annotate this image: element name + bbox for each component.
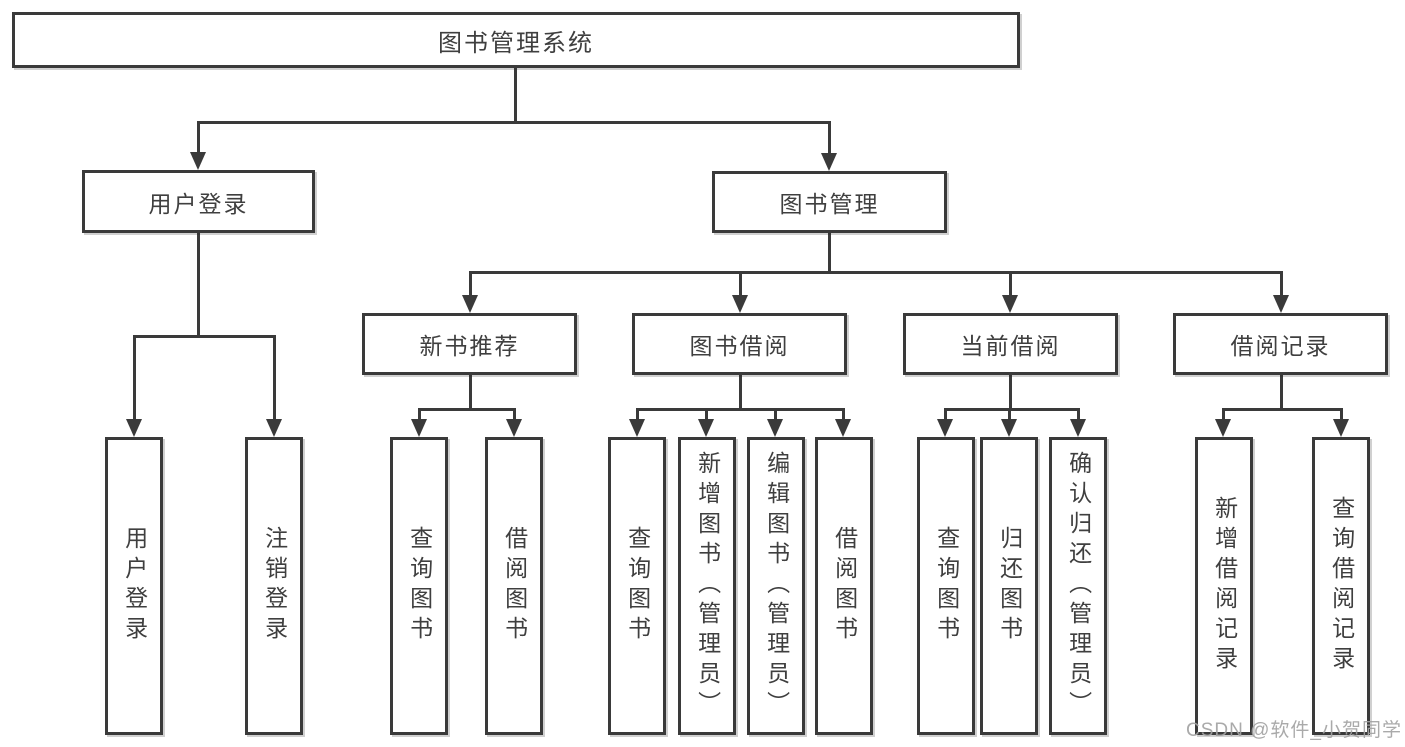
node-label: 新增借阅记录 — [1211, 496, 1238, 676]
leaf-logout: 注销登录 — [245, 437, 303, 735]
connector-line — [739, 271, 742, 295]
leaf-edit-book-admin: 编辑图书（管理员） — [747, 437, 805, 735]
node-book-borrow: 图书借阅 — [632, 313, 847, 375]
connector-line — [1280, 271, 1283, 295]
node-label: 当前借阅 — [960, 333, 1061, 359]
leaf-borrow-books-recommend: 借阅图书 — [485, 437, 543, 735]
connector-line — [636, 408, 639, 419]
connector-line — [1340, 408, 1343, 419]
leaf-query-books-borrow: 查询图书 — [608, 437, 666, 735]
arrow-down-icon — [411, 419, 427, 437]
connector-line — [705, 408, 708, 419]
leaf-add-borrow-record: 新增借阅记录 — [1195, 437, 1253, 735]
node-label: 编辑图书（管理员） — [763, 451, 790, 721]
connector-line — [636, 408, 844, 411]
node-label: 用户登录 — [121, 526, 148, 646]
leaf-confirm-return-admin: 确认归还（管理员） — [1049, 437, 1107, 735]
arrow-down-icon — [1070, 419, 1086, 437]
arrow-down-icon — [462, 295, 478, 313]
connector-line — [1009, 271, 1012, 295]
connector-line — [1222, 408, 1342, 411]
leaf-add-book-admin: 新增图书（管理员） — [678, 437, 736, 735]
connector-line — [1222, 408, 1225, 419]
arrow-down-icon — [1333, 419, 1349, 437]
leaf-return-book: 归还图书 — [980, 437, 1038, 735]
node-current-borrow: 当前借阅 — [903, 313, 1118, 375]
node-new-book-recommend: 新书推荐 — [362, 313, 577, 375]
connector-line — [1280, 375, 1283, 408]
node-label: 归还图书 — [996, 526, 1023, 646]
arrow-down-icon — [698, 419, 714, 437]
connector-line — [513, 408, 516, 419]
node-label: 注销登录 — [261, 526, 288, 646]
node-borrow-records: 借阅记录 — [1173, 313, 1388, 375]
connector-line — [828, 233, 831, 271]
node-label: 借阅图书 — [831, 526, 858, 646]
node-label: 新增图书（管理员） — [694, 451, 721, 721]
connector-line — [197, 121, 831, 124]
node-root: 图书管理系统 — [12, 12, 1020, 68]
node-label: 借阅图书 — [501, 526, 528, 646]
node-label: 图书借阅 — [689, 333, 790, 359]
arrow-down-icon — [835, 419, 851, 437]
arrow-down-icon — [937, 419, 953, 437]
arrow-down-icon — [767, 419, 783, 437]
arrow-down-icon — [126, 419, 142, 437]
node-label: 查询借阅记录 — [1328, 496, 1355, 676]
arrow-down-icon — [732, 295, 748, 313]
connector-line — [133, 335, 276, 338]
connector-line — [273, 335, 276, 419]
connector-line — [514, 68, 517, 121]
connector-line — [469, 375, 472, 408]
arrow-down-icon — [821, 153, 837, 171]
arrow-down-icon — [190, 152, 206, 170]
arrow-down-icon — [266, 419, 282, 437]
arrow-down-icon — [1001, 419, 1017, 437]
connector-line — [418, 408, 421, 419]
connector-line — [133, 335, 136, 419]
node-label: 查询图书 — [406, 526, 433, 646]
connector-line — [197, 121, 200, 152]
arrow-down-icon — [1002, 295, 1018, 313]
leaf-query-books-recommend: 查询图书 — [390, 437, 448, 735]
node-label: 图书管理 — [779, 191, 880, 217]
leaf-query-books-current: 查询图书 — [917, 437, 975, 735]
node-label: 图书管理系统 — [438, 29, 594, 57]
connector-line — [469, 271, 1282, 274]
leaf-user-login: 用户登录 — [105, 437, 163, 735]
watermark: CSDN @软件_小贺同学 — [1186, 720, 1402, 741]
connector-line — [944, 408, 1079, 411]
connector-line — [1009, 375, 1012, 408]
node-user-login: 用户登录 — [82, 170, 315, 233]
connector-line — [842, 408, 845, 419]
connector-line — [1077, 408, 1080, 419]
node-label: 用户登录 — [148, 190, 249, 217]
connector-line — [828, 121, 831, 153]
connector-line — [197, 233, 200, 335]
node-label: 查询图书 — [933, 526, 960, 646]
connector-line — [739, 375, 742, 408]
node-label: 查询图书 — [624, 526, 651, 646]
connector-line — [774, 408, 777, 419]
connector-line — [418, 408, 516, 411]
arrow-down-icon — [629, 419, 645, 437]
node-book-management: 图书管理 — [712, 171, 947, 233]
leaf-borrow-books-borrow: 借阅图书 — [815, 437, 873, 735]
node-label: 新书推荐 — [419, 333, 520, 359]
connector-line — [944, 408, 947, 419]
leaf-query-borrow-record: 查询借阅记录 — [1312, 437, 1370, 735]
connector-line — [469, 271, 472, 295]
connector-line — [1008, 408, 1011, 419]
arrow-down-icon — [506, 419, 522, 437]
arrow-down-icon — [1215, 419, 1231, 437]
node-label: 借阅记录 — [1230, 333, 1331, 359]
arrow-down-icon — [1273, 295, 1289, 313]
node-label: 确认归还（管理员） — [1065, 451, 1092, 721]
